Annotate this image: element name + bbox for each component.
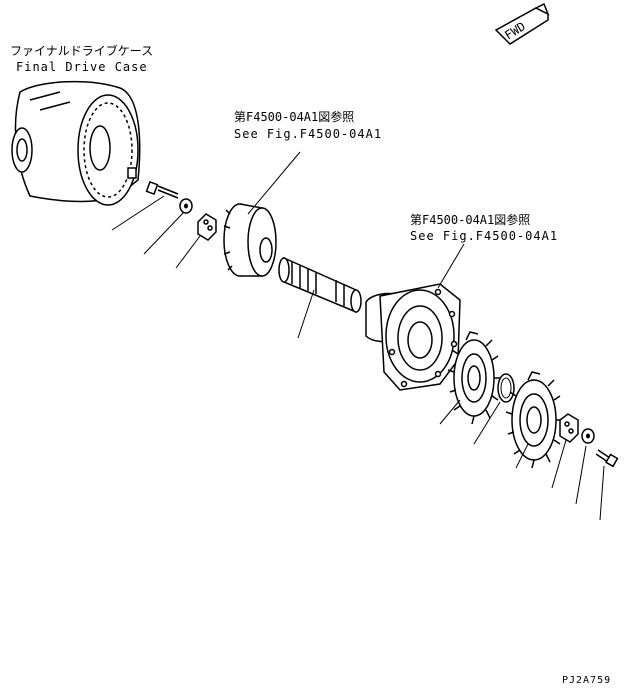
leader-line-bolt-1	[111, 195, 165, 231]
lock-plate-2	[559, 413, 579, 443]
leader-line-washer-2	[575, 445, 587, 505]
reference-label-2-en: See Fig.F4500-04A1	[410, 229, 559, 243]
final-drive-case	[11, 80, 141, 206]
reference-label-1-jp: 第F4500-04A1図参照	[234, 110, 355, 124]
hub-coupling	[223, 203, 277, 277]
leader-line-lock-plate-2	[551, 439, 567, 489]
drawing-number: PJ2A759	[562, 675, 612, 686]
washer-1-hole	[184, 203, 188, 209]
reference-label-1-en: See Fig.F4500-04A1	[234, 127, 383, 141]
leader-line-bolt-2	[599, 465, 605, 521]
leader-line-ref-1	[247, 151, 301, 215]
ring-spacer-inner	[500, 377, 512, 399]
washer-2-hole	[586, 433, 590, 439]
splined-shaft	[278, 256, 362, 314]
bolt-1	[145, 180, 179, 199]
leader-line-shaft	[297, 289, 315, 339]
final-drive-housing	[365, 283, 461, 391]
final-drive-case-label-en: Final Drive Case	[16, 60, 148, 74]
leader-lines	[111, 151, 605, 521]
forward-direction-arrow-icon: FWD	[494, 2, 550, 45]
sprocket-2	[505, 371, 562, 469]
leader-line-washer-1	[143, 211, 185, 255]
leader-line-lock-plate-1	[175, 235, 201, 269]
reference-label-2-jp: 第F4500-04A1図参照	[410, 213, 531, 227]
leader-line-ref-2	[437, 243, 465, 289]
sprocket-1	[447, 331, 500, 425]
leader-line-sprocket-2	[515, 443, 529, 469]
final-drive-case-label-jp: ファイナルドライブケース	[10, 44, 154, 58]
leader-line-ring	[473, 401, 501, 445]
lock-plate-1	[197, 213, 217, 241]
leader-line-sprocket-1	[439, 399, 461, 425]
bolt-2	[595, 449, 619, 468]
